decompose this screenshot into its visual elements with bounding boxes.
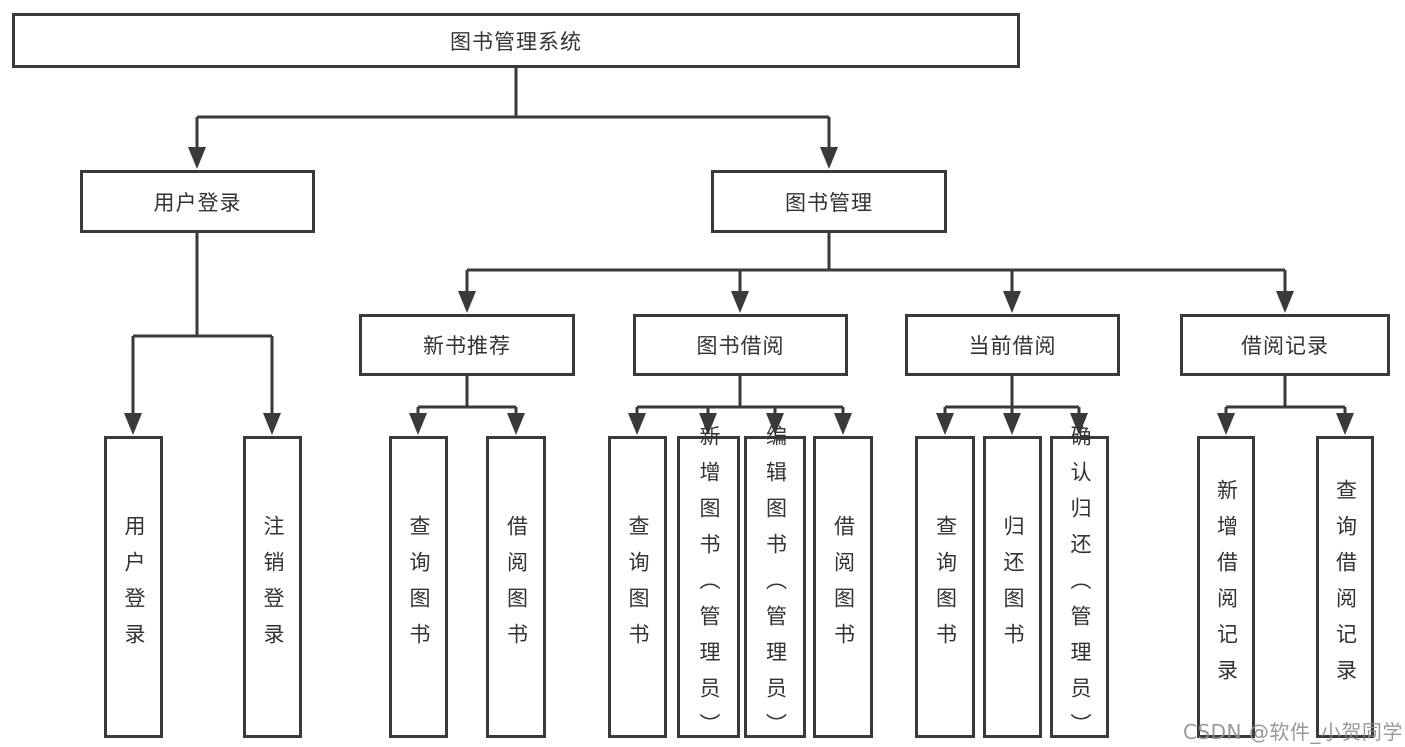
- leaf-query-borrow-record-label: 查询借阅记录: [1333, 479, 1358, 695]
- leaf-edit-book-admin-label: 编辑图书（管理员）: [763, 425, 788, 747]
- node-borrow-records-label: 借阅记录: [1241, 334, 1329, 358]
- csdn-watermark: CSDN @软件_小贺同学: [1183, 720, 1403, 744]
- connector-new-book-children: [409, 376, 525, 435]
- node-new-book-recommend-label: 新书推荐: [423, 334, 511, 358]
- leaf-return-book-label: 归还图书: [1001, 515, 1025, 659]
- node-book-borrow: 图书借阅: [633, 314, 848, 376]
- leaf-add-borrow-record-label: 新增借阅记录: [1214, 479, 1239, 695]
- node-current-borrow: 当前借阅: [905, 314, 1120, 376]
- node-borrow-records: 借阅记录: [1180, 314, 1390, 376]
- node-book-management: 图书管理: [711, 170, 947, 233]
- leaf-user-login-label: 用户登录: [122, 515, 146, 659]
- leaf-query-books-recommend-label: 查询图书: [407, 515, 431, 659]
- leaf-query-books-current-label: 查询图书: [933, 515, 958, 659]
- leaf-query-books-borrow: 查询图书: [608, 436, 667, 738]
- connector-book-management-children: [458, 233, 1294, 313]
- connector-root-to-level1: [188, 68, 838, 169]
- leaf-borrow-books-label: 借阅图书: [831, 515, 856, 659]
- leaf-add-book-admin-label: 新增图书（管理员）: [697, 425, 721, 747]
- leaf-borrow-books: 借阅图书: [813, 436, 873, 738]
- leaf-borrow-books-recommend-label: 借阅图书: [504, 515, 529, 659]
- node-current-borrow-label: 当前借阅: [968, 334, 1057, 358]
- leaf-query-books-borrow-label: 查询图书: [626, 515, 650, 659]
- leaf-query-books-recommend: 查询图书: [389, 436, 448, 738]
- node-user-login-label: 用户登录: [153, 190, 242, 215]
- leaf-borrow-books-recommend: 借阅图书: [486, 436, 546, 738]
- leaf-confirm-return-admin: 确认归还（管理员）: [1050, 425, 1109, 747]
- node-book-borrow-label: 图书借阅: [696, 334, 785, 358]
- leaf-query-borrow-record: 查询借阅记录: [1316, 436, 1374, 738]
- node-root-label: 图书管理系统: [450, 29, 582, 54]
- node-user-login: 用户登录: [80, 170, 315, 233]
- node-new-book-recommend: 新书推荐: [359, 314, 575, 376]
- node-book-management-label: 图书管理: [785, 190, 873, 215]
- leaf-add-book-admin: 新增图书（管理员）: [677, 425, 740, 747]
- leaf-query-books-current: 查询图书: [915, 436, 975, 738]
- connector-current-borrow-children: [936, 376, 1088, 435]
- leaf-confirm-return-admin-label: 确认归还（管理员）: [1068, 425, 1092, 747]
- node-root: 图书管理系统: [12, 13, 1020, 68]
- leaf-logout-label: 注销登录: [261, 515, 285, 659]
- connector-user-login-children: [124, 233, 281, 435]
- leaf-return-book: 归还图书: [983, 436, 1042, 738]
- connector-book-borrow-children: [628, 376, 852, 435]
- leaf-add-borrow-record: 新增借阅记录: [1197, 436, 1255, 738]
- leaf-user-login: 用户登录: [104, 436, 163, 738]
- connector-borrow-records-children: [1217, 376, 1354, 435]
- leaf-logout: 注销登录: [243, 436, 302, 738]
- leaf-edit-book-admin: 编辑图书（管理员）: [744, 425, 806, 747]
